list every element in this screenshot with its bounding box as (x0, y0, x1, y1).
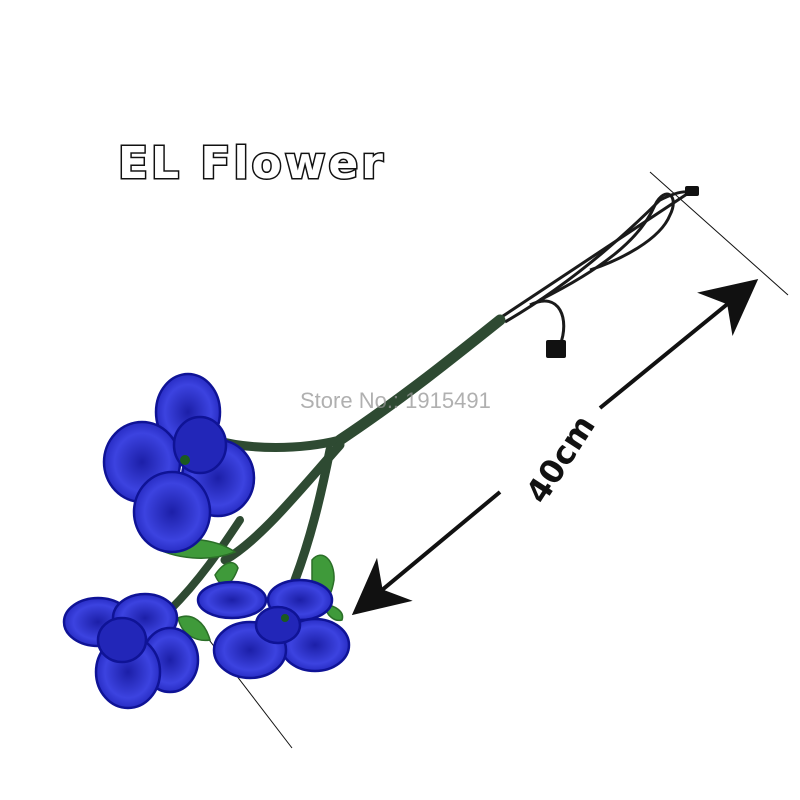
wire-connector (546, 340, 566, 358)
wire-bundle (499, 190, 697, 346)
flower-bottom-right (196, 578, 351, 680)
store-watermark: Store No.: 1915491 (300, 388, 491, 413)
extension-line-top (649, 171, 789, 296)
dimension-arrow (598, 278, 759, 410)
dimension-arrow-lower (351, 490, 502, 616)
flower-top (102, 372, 256, 554)
flower-bottom-left (62, 592, 200, 710)
title-text: EL Flower (117, 137, 386, 191)
